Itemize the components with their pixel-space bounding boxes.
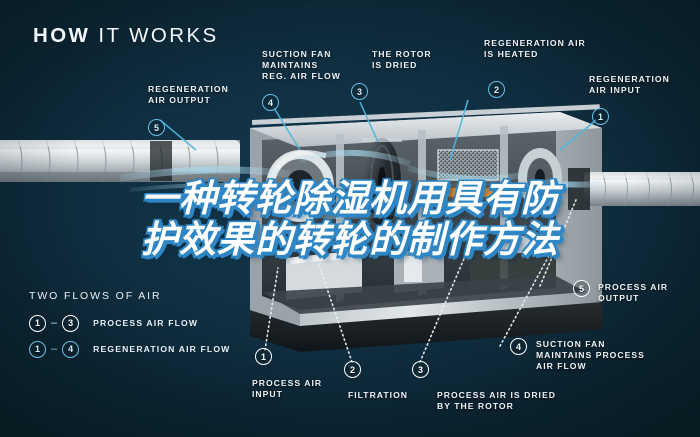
legend-label-process-air-flow: PROCESS AIR FLOW	[93, 318, 199, 328]
secondary-fan	[518, 148, 562, 208]
legend-row-process-air-flow: 1 – 3 PROCESS AIR FLOW	[29, 312, 230, 334]
legend-label-regeneration-air-flow: REGENERATION AIR FLOW	[93, 344, 231, 354]
legend-marker-to-4[interactable]: 4	[62, 340, 80, 358]
callout-marker-suction-fan-reg[interactable]: 4	[262, 94, 279, 111]
legend-marker-from-1-cyan[interactable]: 1	[29, 340, 46, 358]
callout-label-regeneration-air-output: REGENERATION AIR OUTPUT	[148, 84, 229, 106]
callout-label-suction-fan-reg: SUCTION FAN MAINTAINS REG. AIR FLOW	[262, 49, 341, 82]
callout-marker-suction-fan-process[interactable]: 4	[510, 338, 527, 355]
page-title: HOW IT WORKS	[33, 24, 219, 48]
legend: TWO FLOWS OF AIR 1 – 3 PROCESS AIR FLOW …	[29, 290, 230, 364]
callout-marker-regeneration-air-output[interactable]: 5	[148, 119, 165, 136]
callout-label-process-air-output: PROCESS AIR OUTPUT	[598, 282, 669, 304]
callout-marker-process-air-output[interactable]: 5	[573, 280, 590, 297]
callout-label-filtration: FILTRATION	[348, 390, 408, 400]
callout-label-process-air-input: PROCESS AIR INPUT	[252, 378, 323, 400]
legend-marker-to-3[interactable]: 3	[62, 314, 80, 332]
callout-label-suction-fan-process: SUCTION FAN MAINTAINS PROCESS AIR FLOW	[536, 339, 645, 372]
legend-title: TWO FLOWS OF AIR	[29, 290, 162, 302]
callout-marker-regeneration-air-heated[interactable]: 2	[488, 81, 505, 98]
callout-label-regeneration-air-input: REGENERATION AIR INPUT	[589, 74, 670, 96]
page-title-light: IT WORKS	[98, 24, 219, 47]
legend-dash: –	[51, 317, 58, 329]
callout-label-rotor-is-dried: THE ROTOR IS DRIED	[372, 49, 432, 71]
legend-row-regeneration-air-flow: 1 – 4 REGENERATION AIR FLOW	[29, 338, 230, 360]
legend-dash-cyan: –	[51, 343, 58, 355]
legend-marker-from-1[interactable]: 1	[29, 314, 46, 332]
callout-marker-process-air-input[interactable]: 1	[255, 348, 272, 365]
callout-label-regeneration-air-heated: REGENERATION AIR IS HEATED	[484, 38, 586, 60]
callout-label-process-air-dried: PROCESS AIR IS DRIED BY THE ROTOR	[437, 390, 556, 412]
callout-marker-process-air-dried[interactable]: 3	[412, 361, 429, 378]
callout-marker-filtration[interactable]: 2	[344, 361, 361, 378]
callout-marker-regeneration-air-input[interactable]: 1	[592, 108, 609, 125]
page-title-bold: HOW	[33, 24, 91, 47]
dehumidifier-cabinet	[250, 104, 602, 352]
callout-marker-rotor-is-dried[interactable]: 3	[351, 83, 368, 100]
right-air-duct	[568, 168, 700, 210]
